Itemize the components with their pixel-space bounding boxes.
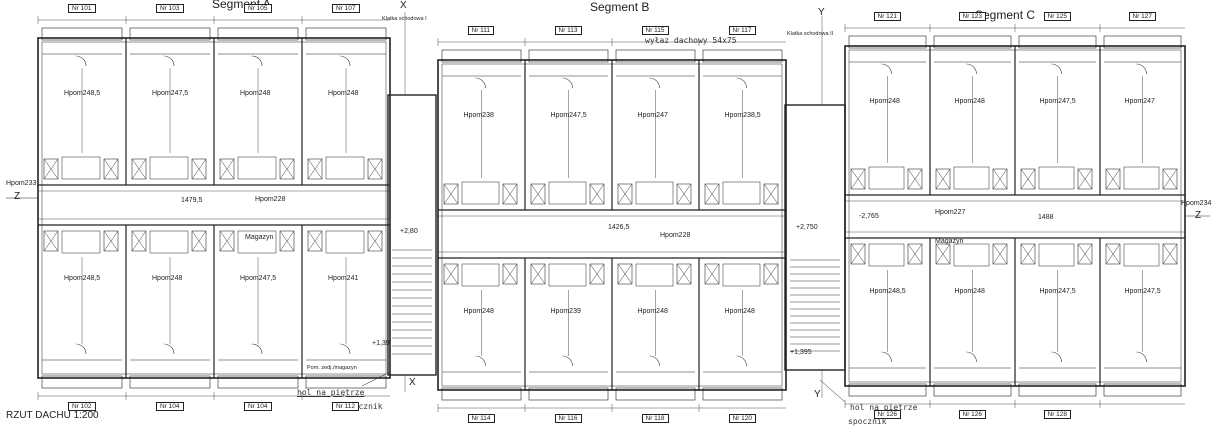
hall-note-right: hol na piętrze [850,403,918,412]
room-number-bottom: Nr 112 [332,402,360,411]
hall-note-left: hol na piętrze [297,388,365,397]
room-number-bottom: Nr 120 [728,414,757,423]
elev-b2: +1,395 [790,349,812,356]
room-height-bottom: Hpom248 [637,308,668,315]
corridor-a-level: Hpom228 [255,196,286,203]
room-height-bottom: Hpom248 [954,288,985,295]
room-height-bottom: Hpom248 [463,308,494,315]
level-right-hpom: Hpom234 [1181,200,1212,207]
landing-note-left: spocznik [344,402,383,411]
level-left-hpom: Hpom233 [6,180,37,187]
stair-label-1: Klatka schodowa I [382,16,427,22]
axis-z-right: Z [1195,210,1202,221]
room-number-top: Nr 127 [1128,12,1157,21]
room-number-bottom: Nr 116 [554,414,582,423]
corridor-b-level: Hpom228 [660,232,691,239]
room-height-bottom: Hpom247,5 [240,275,277,282]
storage-a-label: Magazyn [245,234,274,241]
room-height-bottom: Hpom248,5 [869,288,906,295]
axis-y-top: Y [818,7,825,18]
axis-x-top: X [400,0,407,11]
room-number-bottom: Nr 126 [873,410,902,419]
room-number-top: Nr 125 [1043,12,1072,21]
room-number-top: Nr 113 [554,26,582,35]
roof-exit-note: wyłaz dachowy 54x75 [645,36,737,45]
segment-b-title: Segment B [590,0,650,14]
room-height-bottom: Hpom248,5 [64,275,101,282]
elev-a1: +2,80 [400,228,418,235]
room-number-top: Nr 121 [873,12,902,21]
room-number-bottom: Nr 128 [1043,410,1072,419]
room-number-bottom: Nr 104 [156,402,184,411]
corridor-c-length: 1488 [1038,214,1054,221]
corridor-a-length: 1479,5 [181,197,203,204]
elev-a2: +1,39 [372,340,390,347]
axis-z-left: Z [14,191,21,202]
room-number-top: Nr 123 [958,12,987,21]
room-number-top: Nr 103 [156,4,184,13]
room-height-top: Hpom248 [869,98,900,105]
room-height-bottom: Hpom248 [152,275,183,282]
room-height-top: Hpom247,5 [550,112,587,119]
room-height-top: Hpom248 [328,90,359,97]
drawing-caption: RZUT DACHU 1:200 [6,410,99,421]
room-number-top: Nr 105 [244,4,272,13]
room-number-bottom: Nr 104 [244,402,272,411]
room-number-bottom: Nr 126 [958,410,987,419]
room-height-top: Hpom238,5 [724,112,761,119]
room-height-top: Hpom248,5 [64,90,101,97]
corridor-c-level: Hpom227 [935,209,966,216]
room-height-bottom: Hpom248 [724,308,755,315]
room-height-bottom: Hpom247,5 [1039,288,1076,295]
stair-label-2: Klatka schodowa II [787,31,834,37]
room-number-top: Nr 101 [68,4,96,13]
room-height-bottom: Hpom247,5 [1124,288,1161,295]
room-number-top: Nr 107 [332,4,360,13]
room-number-top: Nr 115 [641,26,669,35]
room-number-top: Nr 117 [728,26,756,35]
room-height-top: Hpom247,5 [152,90,189,97]
segment-c-title: Segment C [975,8,1036,22]
room-number-bottom: Nr 102 [68,402,96,411]
room-height-top: Hpom248 [240,90,271,97]
elev-c1: -2,765 [859,213,879,220]
room-height-top: Hpom248 [954,98,985,105]
storage-note: Pom. zedj./magazyn [307,365,357,371]
axis-y-bottom: Y [814,389,821,400]
segment-a-title: Segment A [212,0,271,11]
storage-c-label: Magazyn [935,238,964,245]
room-height-bottom: Hpom241 [328,275,359,282]
landing-note-right: spocznik [848,417,887,426]
room-height-top: Hpom238 [463,112,494,119]
axis-x-bottom: X [409,377,416,388]
room-number-bottom: Nr 114 [467,414,495,423]
room-height-top: Hpom247 [1124,98,1155,105]
elev-b1: +2,750 [796,224,818,231]
room-number-top: Nr 111 [467,26,495,35]
room-height-bottom: Hpom239 [550,308,581,315]
room-height-top: Hpom247,5 [1039,98,1076,105]
corridor-b-length: 1426,5 [608,224,630,231]
room-number-bottom: Nr 118 [641,414,669,423]
room-height-top: Hpom247 [637,112,668,119]
